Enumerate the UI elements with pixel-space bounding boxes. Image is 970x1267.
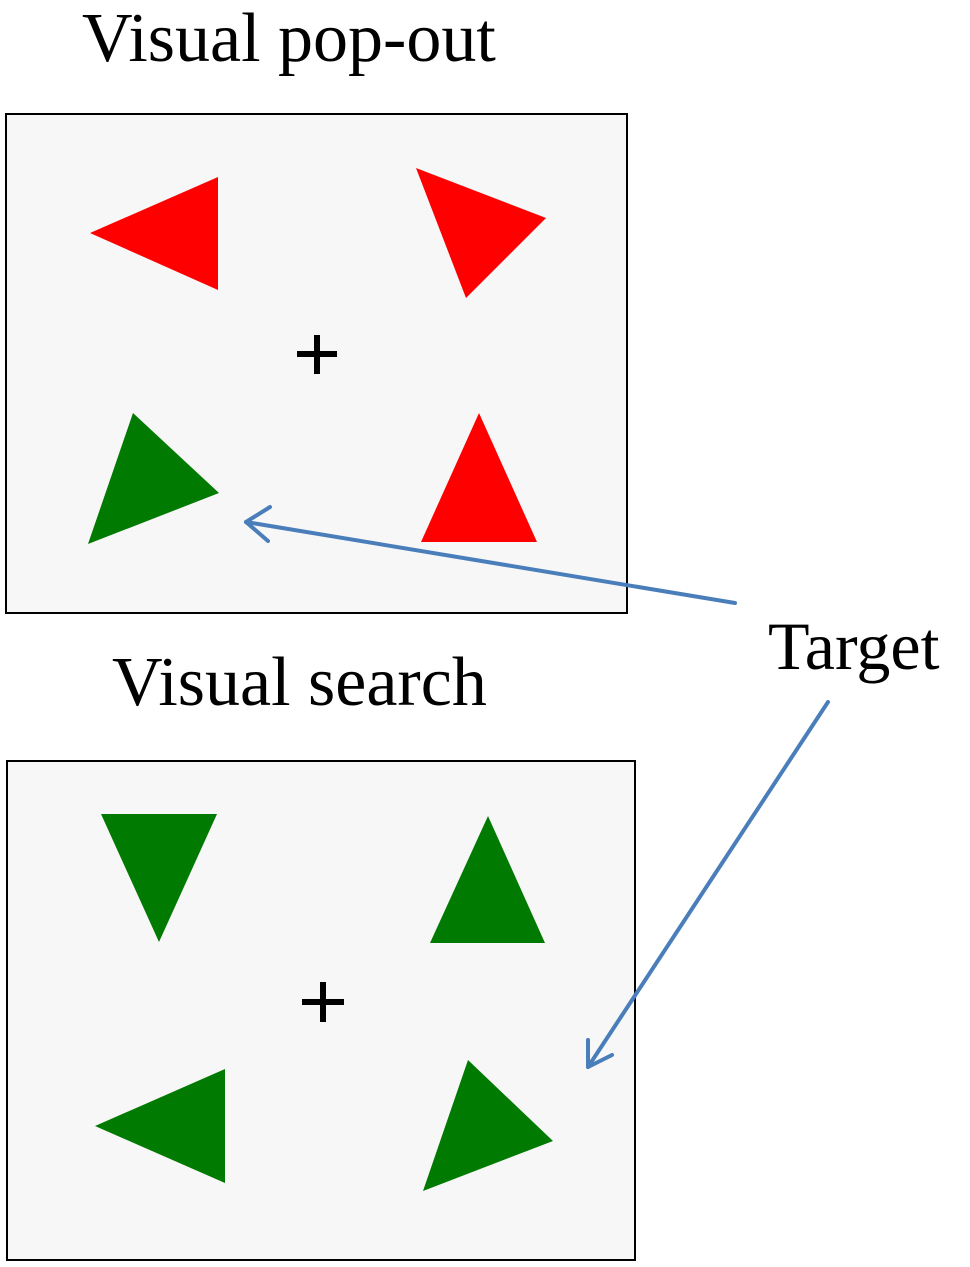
search-title: Visual search (112, 644, 487, 721)
target-label: Target (768, 608, 940, 684)
search-panel (6, 760, 636, 1261)
popout-panel (5, 113, 628, 614)
popout-title: Visual pop-out (82, 0, 496, 77)
